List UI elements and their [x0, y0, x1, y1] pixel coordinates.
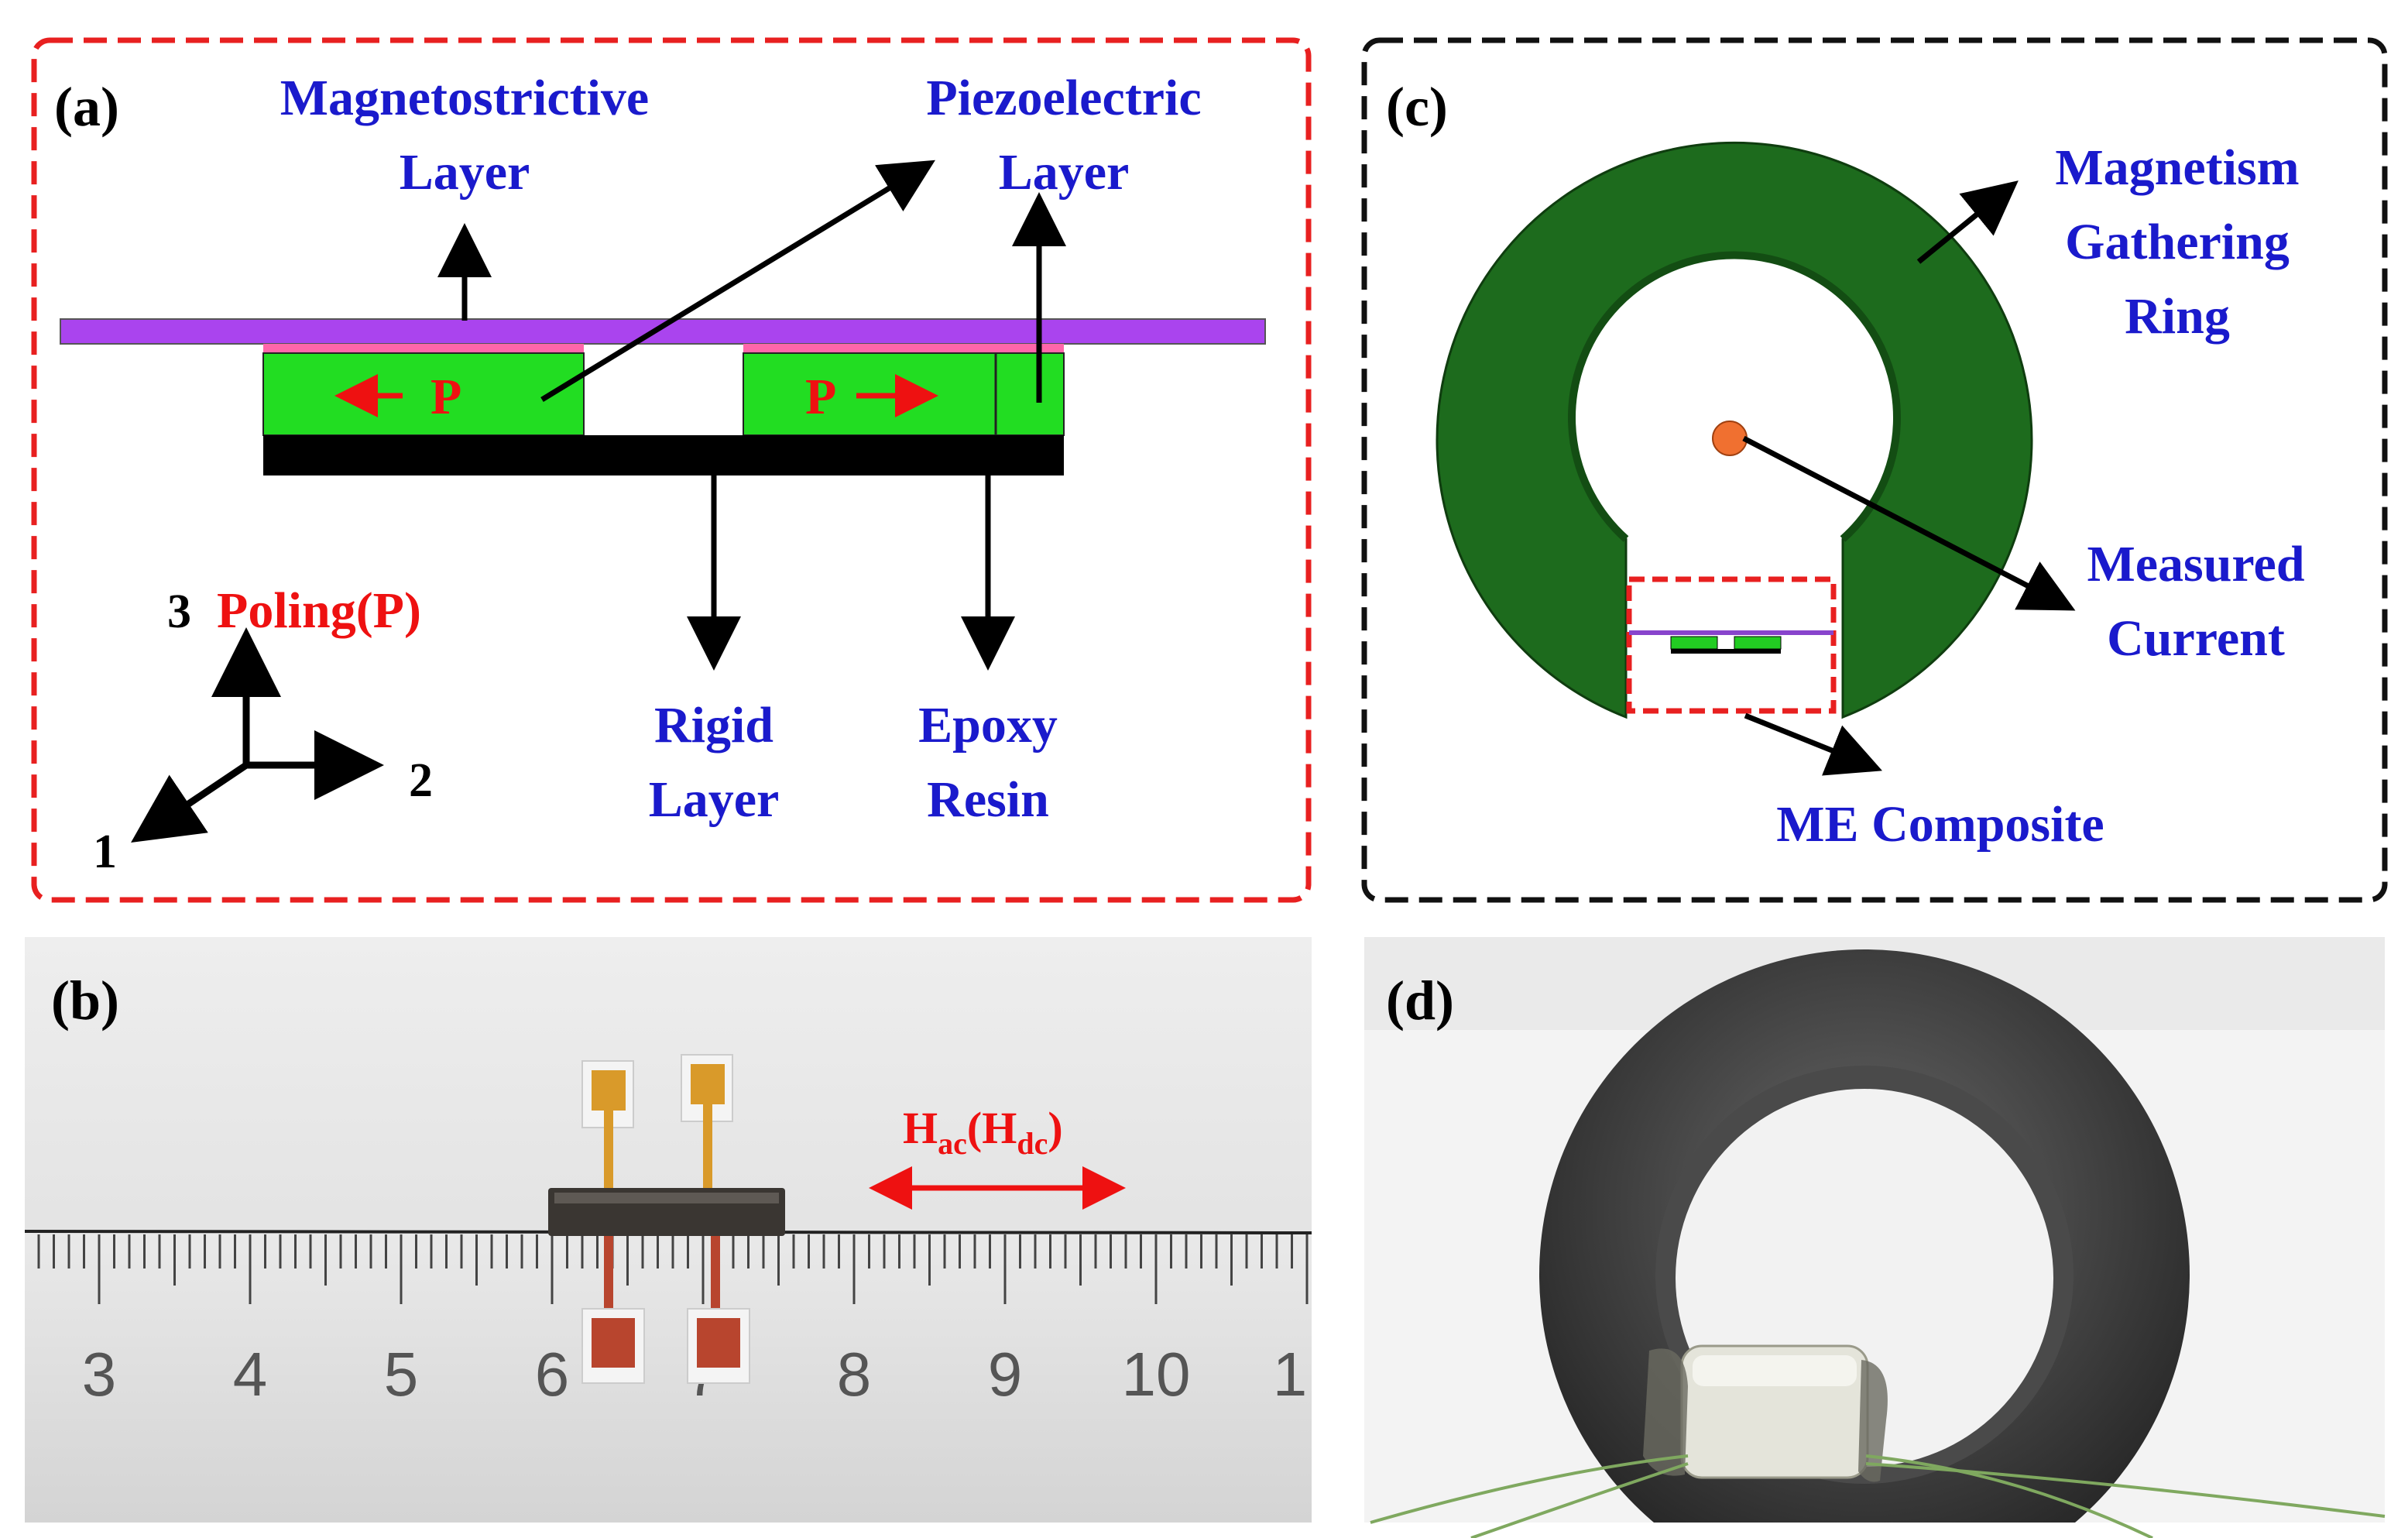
composite-label: ME Composite [1776, 796, 2104, 853]
rigid-label-line2: Layer [649, 771, 780, 828]
current-label-line1: Measured [2087, 536, 2304, 592]
piezoelectric-label-line1: Piezoelectric [926, 70, 1201, 126]
ring-composite-piezo-right [1734, 636, 1782, 650]
ruler-number: 8 [837, 1340, 872, 1409]
axis-1-label: 1 [93, 826, 117, 878]
electrode-pad-top-right-inner [691, 1064, 725, 1104]
electrode-pad-bottom-left-inner [592, 1318, 635, 1368]
axis-1-arrow [131, 762, 249, 843]
measured-current-dot [1712, 421, 1748, 456]
axis-2-label: 2 [409, 754, 433, 807]
ruler-number: 4 [233, 1340, 268, 1409]
ruler-number: 5 [384, 1340, 419, 1409]
ring-composite-piezo-left [1670, 636, 1718, 650]
ring-inner-shadow [1568, 251, 1901, 542]
piezoelectric-layer-left [262, 352, 585, 436]
wire-right-2 [1865, 1462, 2386, 1518]
field-sub-1: ac [938, 1126, 967, 1161]
panel-a: (a) Magnetostrictive Layer Piezoelectric… [31, 37, 1312, 903]
wire-left [1370, 1454, 1689, 1524]
axis-3-label: 3 [167, 585, 191, 638]
wire-left-2 [1470, 1462, 1689, 1538]
panel-c-border [1361, 37, 2388, 903]
electrode-lead-bottom-right [711, 1236, 720, 1321]
ruler-ticks [37, 1234, 1309, 1304]
poling-caption: Poling(P) [217, 582, 421, 639]
piezoelectric-pointer-arrow [540, 160, 935, 402]
ring-label-line3: Ring [2125, 288, 2230, 345]
electrode-pad-top-left-inner [592, 1070, 626, 1111]
panel-a-tag: (a) [54, 76, 119, 138]
sample-highlight [554, 1193, 779, 1203]
epoxy-label-line2: Resin [927, 771, 1049, 828]
current-pointer-arrow [1742, 435, 2076, 611]
ruler-number: 9 [988, 1340, 1023, 1409]
electrode-lead-bottom-left [604, 1236, 613, 1321]
ferrite-ring-bottom-crop [1364, 1523, 2385, 1538]
bond-layer-right [743, 344, 1064, 353]
panel-c-tag: (c) [1386, 76, 1448, 138]
magnetostrictive-label-line1: Magnetostrictive [280, 70, 649, 126]
wire-right [1865, 1454, 2153, 1538]
panel-d-photo: (d) [1364, 937, 2386, 1538]
panel-b-tag: (b) [51, 970, 119, 1032]
field-sub-2: dc [1017, 1126, 1048, 1161]
bond-layer-left [263, 344, 584, 353]
ring-label-line1: Magnetism [2055, 139, 2299, 196]
ring-pointer-arrow [1916, 180, 2019, 264]
ring-label-line2: Gathering [2065, 214, 2290, 270]
composite-pointer-arrow [1744, 712, 1882, 776]
glue-left [1643, 1348, 1688, 1476]
epoxy-label-line1: Epoxy [918, 697, 1058, 754]
electrode-lead-top-left [604, 1111, 613, 1203]
poling-label-left: P [430, 369, 461, 425]
magnetostrictive-label-line2: Layer [400, 144, 530, 201]
current-label-line2: Current [2107, 610, 2285, 667]
field-paren-open: (H [967, 1103, 1017, 1153]
field-paren-close: ) [1048, 1103, 1062, 1153]
ruler-number: 6 [535, 1340, 570, 1409]
glue-right [1858, 1360, 1888, 1482]
axis-triad: 3 Poling(P) 2 1 [93, 582, 433, 878]
poling-label-right: P [805, 369, 836, 425]
magnetostrictive-layer [60, 318, 1266, 345]
ruler-number: 3 [82, 1340, 117, 1409]
electrode-pad-bottom-right-inner [697, 1318, 740, 1368]
field-main-1: H [903, 1103, 938, 1153]
ruler [25, 1231, 1312, 1523]
encapsulation-highlight [1693, 1355, 1857, 1386]
piezoelectric-label-line2: Layer [999, 144, 1130, 201]
panel-d-tag: (d) [1386, 970, 1454, 1032]
ruler-number: 1 [1273, 1340, 1308, 1409]
rigid-layer [263, 435, 1064, 475]
ring-composite-magnetostrictive [1629, 630, 1833, 635]
panel-b-photo: (b) 3 4 5 6 7 8 9 10 1 [24, 937, 1312, 1523]
rigid-label-line1: Rigid [654, 697, 774, 754]
panel-c: (c) Magnetism Gathering Ring Measured Cu… [1361, 37, 2388, 903]
panel-a-border [31, 37, 1312, 903]
electrode-lead-top-right [703, 1104, 712, 1203]
me-composite-highlight [1626, 576, 1837, 714]
ruler-number: 10 [1122, 1340, 1191, 1409]
ring-composite-rigid [1671, 649, 1781, 654]
field-label: Hac(Hdc) [903, 1103, 1063, 1161]
